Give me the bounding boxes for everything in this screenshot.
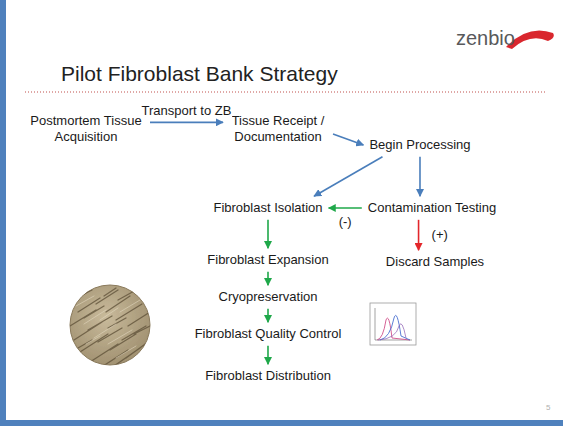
step-text: Contamination Testing <box>368 200 496 216</box>
edge-label: (+) <box>431 227 449 243</box>
edge-label: (-) <box>338 214 353 230</box>
step-text: Postmortem Tissue Acquisition <box>28 113 144 144</box>
flow-arrow <box>329 207 362 209</box>
process-step: Fibroblast Quality Control <box>192 325 345 343</box>
process-step: Contamination Testing <box>365 199 499 217</box>
cell-culture-image <box>70 285 150 368</box>
flow-arrow <box>419 157 421 196</box>
logo-text: zenbio <box>456 27 515 50</box>
process-step: Fibroblast Isolation <box>210 199 325 217</box>
process-step: Discard Samples <box>383 253 487 271</box>
flow-histogram-inset <box>370 303 416 345</box>
flow-arrow <box>333 134 363 145</box>
slide-title: Pilot Fibroblast Bank Strategy <box>61 62 338 86</box>
flow-arrow <box>267 309 269 322</box>
flow-arrow <box>267 272 269 285</box>
edge-label: Transport to ZB <box>141 103 233 119</box>
step-text: Tissue Receipt / Documentation <box>229 113 327 144</box>
process-step: Fibroblast Expansion <box>204 251 331 269</box>
page-number: 5 <box>546 403 550 412</box>
step-text: Fibroblast Quality Control <box>195 326 342 342</box>
flow-arrow <box>314 157 382 196</box>
flow-arrow <box>267 346 269 364</box>
process-step: Postmortem Tissue Acquisition <box>25 112 147 145</box>
step-text: Cryopreservation <box>219 289 318 305</box>
process-step: Fibroblast Distribution <box>202 367 334 385</box>
frame-bar <box>0 420 563 426</box>
flow-arrow <box>418 220 420 250</box>
process-step: Begin Processing <box>366 136 473 154</box>
step-text: Fibroblast Isolation <box>213 200 322 216</box>
flow-arrow <box>267 220 269 248</box>
step-text: Fibroblast Distribution <box>205 368 331 384</box>
process-step: Tissue Receipt / Documentation <box>226 112 330 145</box>
flow-arrow <box>150 122 223 124</box>
step-text: Begin Processing <box>369 137 470 153</box>
process-step: Cryopreservation <box>216 288 321 306</box>
step-text: Discard Samples <box>386 254 484 270</box>
step-text: Fibroblast Expansion <box>207 252 328 268</box>
frame-bar <box>0 0 6 426</box>
title-rule <box>25 91 545 92</box>
